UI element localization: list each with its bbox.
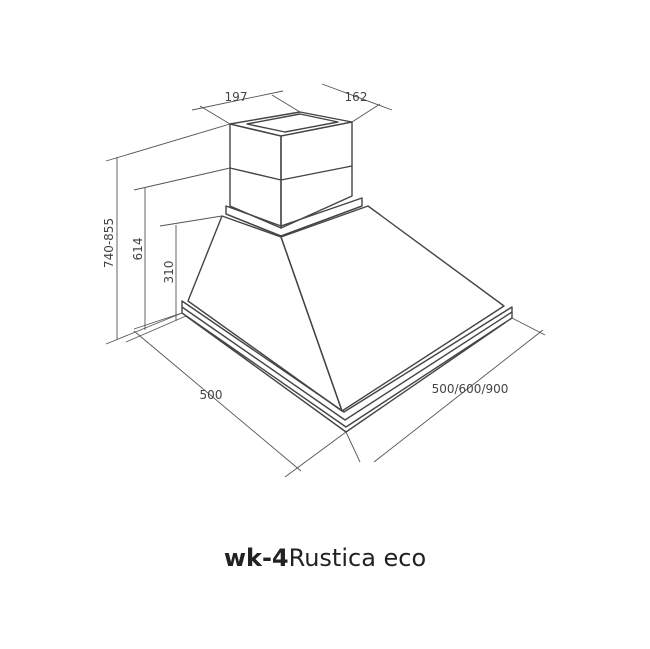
model-caption: wk-4Rustica eco [0,544,650,572]
label-total-height: 740-855 [102,218,116,268]
collar-band [225,197,363,237]
collar [225,197,363,237]
label-width: 500/600/900 [432,382,509,396]
chimney [229,111,353,229]
label-body-height: 614 [131,238,145,261]
chimney-seam [229,165,353,181]
canopy [187,205,505,412]
model-code: wk-4 [223,544,289,572]
label-canopy-height: 310 [162,261,176,284]
label-chimney-depth: 162 [345,90,368,104]
chimney-opening [246,113,339,133]
model-name: Rustica eco [288,544,427,572]
chimney-right-face [280,121,353,229]
label-chimney-width: 197 [225,90,248,104]
chimney-left-face [229,123,282,229]
label-depth: 500 [200,388,223,402]
dimension-lines [105,83,546,478]
collar-lower-edge [225,205,363,237]
canopy-right-face [280,205,505,412]
dimension-labels: 197 162 740-855 614 310 500 500/600/900 [102,90,508,402]
moulding-mid-line [181,306,513,421]
canopy-left-face [187,215,343,412]
